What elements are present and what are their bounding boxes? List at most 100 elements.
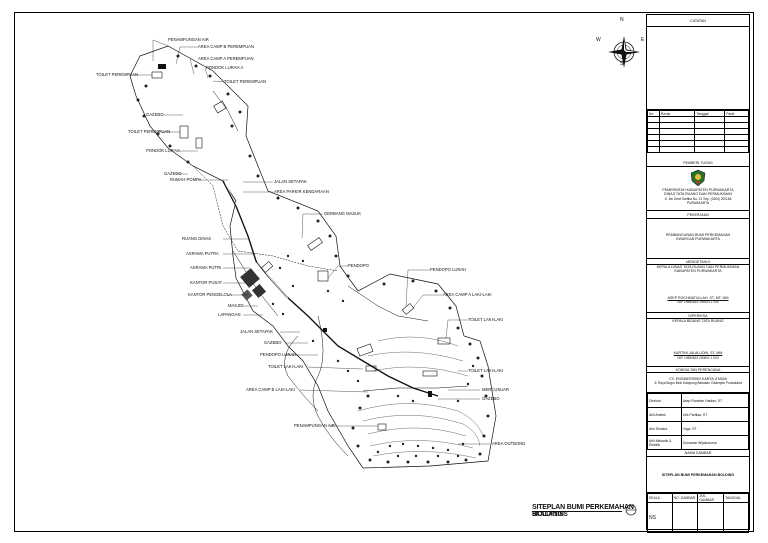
roles-table: Direktur Asep Ramdan Hadian, ST Ahli Ars… [647, 393, 750, 450]
site-map-drawing [129, 39, 497, 469]
footer-header-no-gambar: NO. GAMBAR [671, 493, 699, 503]
role-name: Lilis Partilaa, ST [680, 407, 750, 422]
map-label: PONDOK LURAH [146, 148, 180, 153]
pemberi-tugas-header: PEMBERI TUGAS [647, 159, 749, 167]
nama-gambar-header: NAMA GAMBAR [647, 449, 749, 457]
mengetahui-line-2: KABUPATEN PURWAKARTA [674, 269, 722, 274]
map-label: AREA CAMP A PEREMPUAN [198, 56, 254, 61]
map-label: ASRAMA PUTRI [190, 265, 222, 270]
pejabat-2-name: KARTINI JALALUDIN, ST, MM [673, 351, 723, 356]
trees [136, 54, 490, 464]
map-label: GAZEBO [164, 171, 182, 176]
map-label: TOILET LAKI-LAKI [468, 368, 504, 373]
compass-rose-icon [608, 36, 640, 68]
role-label: Ahli Struktur [647, 421, 682, 436]
map-label: GAZEBO [146, 112, 164, 117]
role-name: Yoga, ST [680, 421, 750, 436]
footer-header-skala: SKALA [647, 493, 673, 503]
role-label: Direktur [647, 393, 682, 408]
konsultan-line-2: Jl. Raya Bogor Blok Kampung Babakan Cika… [653, 381, 743, 386]
map-label: RUANG DINAS [182, 236, 212, 241]
konsultan-body: CV. ENGINEERING KARYA UTAMA Jl. Raya Bog… [647, 373, 749, 393]
catatan-header: CATATAN [647, 15, 749, 27]
building-toilet-perempuan [151, 71, 163, 79]
leader-lines [133, 39, 490, 445]
mengetahui-header: MENGETAHUI [647, 259, 749, 265]
catatan-area [647, 27, 749, 110]
footer-header-tanggal: TANGGAL [723, 493, 749, 503]
map-label: TOILET PEREMPUAN [96, 72, 139, 77]
role-name: Asep Ramdan Hadian, ST [680, 393, 750, 408]
diperiksa-body: KEPALA BIDANG TATA RUANG KARTINI JALALUD… [647, 319, 749, 367]
pekerjaan-header: PEKERJAAN [647, 211, 749, 219]
map-label: PONDOK LURAH A [206, 65, 244, 70]
map-label: PENDOPO [348, 263, 369, 268]
diperiksa-line-1: KEPALA BIDANG TATA RUANG [672, 319, 724, 323]
instansi-line-1: PEMERINTAH KABUPATEN PURWAKARTA [662, 188, 734, 192]
regency-emblem-icon [690, 169, 706, 187]
map-label: PENDOPO LURAH [430, 267, 467, 272]
map-label: ASRAMA PUTRA [186, 251, 219, 256]
pekerjaan-body: PEMBANGUNAN BUMI PERKEMAHAN KWARCAB PURW… [647, 219, 749, 259]
map-label: KANTOR PENGELOLA [188, 292, 232, 297]
map-label: AREA CAMP A LAKI-LAKI [443, 292, 492, 297]
role-label: Ahli Arsitek [647, 407, 682, 422]
mengetahui-body: KEPALA DINAS TATA RUANG DAN PERMUKIMAN K… [647, 265, 749, 313]
role-label: Ahli Mekanik & Elektrik [647, 435, 682, 450]
pejabat-1-nip: NIP. 19660815 199303 1 005 [677, 300, 719, 305]
mengetahui-line-1: KEPALA DINAS TATA RUANG DAN PERMUKIMAN [656, 265, 740, 269]
map-label: MASJID [228, 303, 244, 308]
map-label: JALAN SETAPAK [274, 179, 307, 184]
map-label: AREA OUTBOND [492, 441, 526, 446]
map-label: GAZEBO [264, 340, 282, 345]
site-map: PENAMPUNGAN AIR AREA CAMP B PEREMPUAN AR… [18, 16, 644, 528]
map-label: AREA CAMP B PEREMPUAN [198, 44, 255, 49]
map-label: MERCUSUAR [482, 387, 509, 392]
drawing-sheet [14, 12, 754, 532]
map-label: PENAMPUNGAN AIR [168, 37, 209, 42]
building-kantor [240, 268, 260, 288]
map-label: GERBANG MASUK [324, 211, 361, 216]
map-scale: SKALA 1:NS [532, 512, 568, 518]
map-label: LAPANGAN [218, 312, 241, 317]
title-block: CATATAN No Revisi Tanggal Paraf PEMBERI … [646, 14, 750, 533]
konsultan-line-1: CV. ENGINEERING KARYA UTAMA [669, 377, 727, 381]
map-label: GAZEBO [482, 396, 500, 401]
compass-north: N [620, 17, 624, 23]
map-label: RUMAH POMPA [170, 177, 202, 182]
footpath [192, 165, 339, 272]
role-name: Gunawan Wijakusuma [680, 435, 750, 450]
footer-skala-value: NS [647, 502, 673, 533]
map-label: PENDOPO LURAH [260, 352, 297, 357]
footer-header-jml-gambar: JML. GAMBAR [697, 493, 725, 503]
map-label: TOILET PEREMPUAN [128, 129, 171, 134]
pekerjaan-line-1: PEMBANGUNAN BUMI PERKEMAHAN [665, 233, 731, 237]
main-road [222, 180, 439, 397]
diperiksa-header: DIPERIKSA [647, 313, 749, 319]
pemberi-tugas-body: PEMERINTAH KABUPATEN PURWAKARTA DINAS TA… [647, 167, 749, 211]
instansi-line-4: PURWAKARTA [686, 201, 710, 206]
revision-table: No Revisi Tanggal Paraf [647, 110, 749, 153]
footer-table: SKALA NO. GAMBAR JML. GAMBAR TANGGAL NS [647, 493, 749, 533]
pejabat-1-name: ASEP ROCHMATULLAH, ST, MT, MM [667, 295, 729, 300]
compass-west: W [596, 37, 601, 43]
site-boundary [129, 45, 497, 469]
map-label: TOILET LAKI-LAKI [468, 317, 504, 322]
scale-circle-icon [625, 504, 637, 516]
konsultan-header: KONSULTAN PERENCANA [647, 367, 749, 373]
compass-south: S [620, 61, 624, 67]
map-label: AREA CAMP B LAKI-LAKI [246, 387, 296, 392]
map-label: AREA PARKIR KENDARAAN [274, 189, 329, 194]
title-underline [532, 511, 622, 512]
pekerjaan-line-2: KWARCAB PURWAKARTA [676, 237, 720, 242]
map-title: SITEPLAN BUMI PERKEMAHAN BOLDING [532, 504, 634, 518]
nama-gambar-value: SITEPLAN BUMI PERKEMAHAN BOLDING [647, 457, 749, 493]
map-label: KANTOR PUSAT [190, 280, 223, 285]
instansi-line-2: DINAS TATA RUANG DAN PERMUKIMAN [663, 192, 733, 197]
pejabat-2-nip: NIP. 19690815 200801 1 003 [677, 355, 719, 360]
instansi-line-3: Jl. Ibu Dewi Sartika No. 21 Telp. (0264)… [664, 196, 732, 201]
map-label: JALAN SETAPAK [240, 329, 273, 334]
map-label: PENAMPUNGAN AIR [294, 423, 335, 428]
map-label: TOILET PEREMPUAN [224, 79, 267, 84]
map-label: TOILET LAKI-LAKI [268, 364, 304, 369]
